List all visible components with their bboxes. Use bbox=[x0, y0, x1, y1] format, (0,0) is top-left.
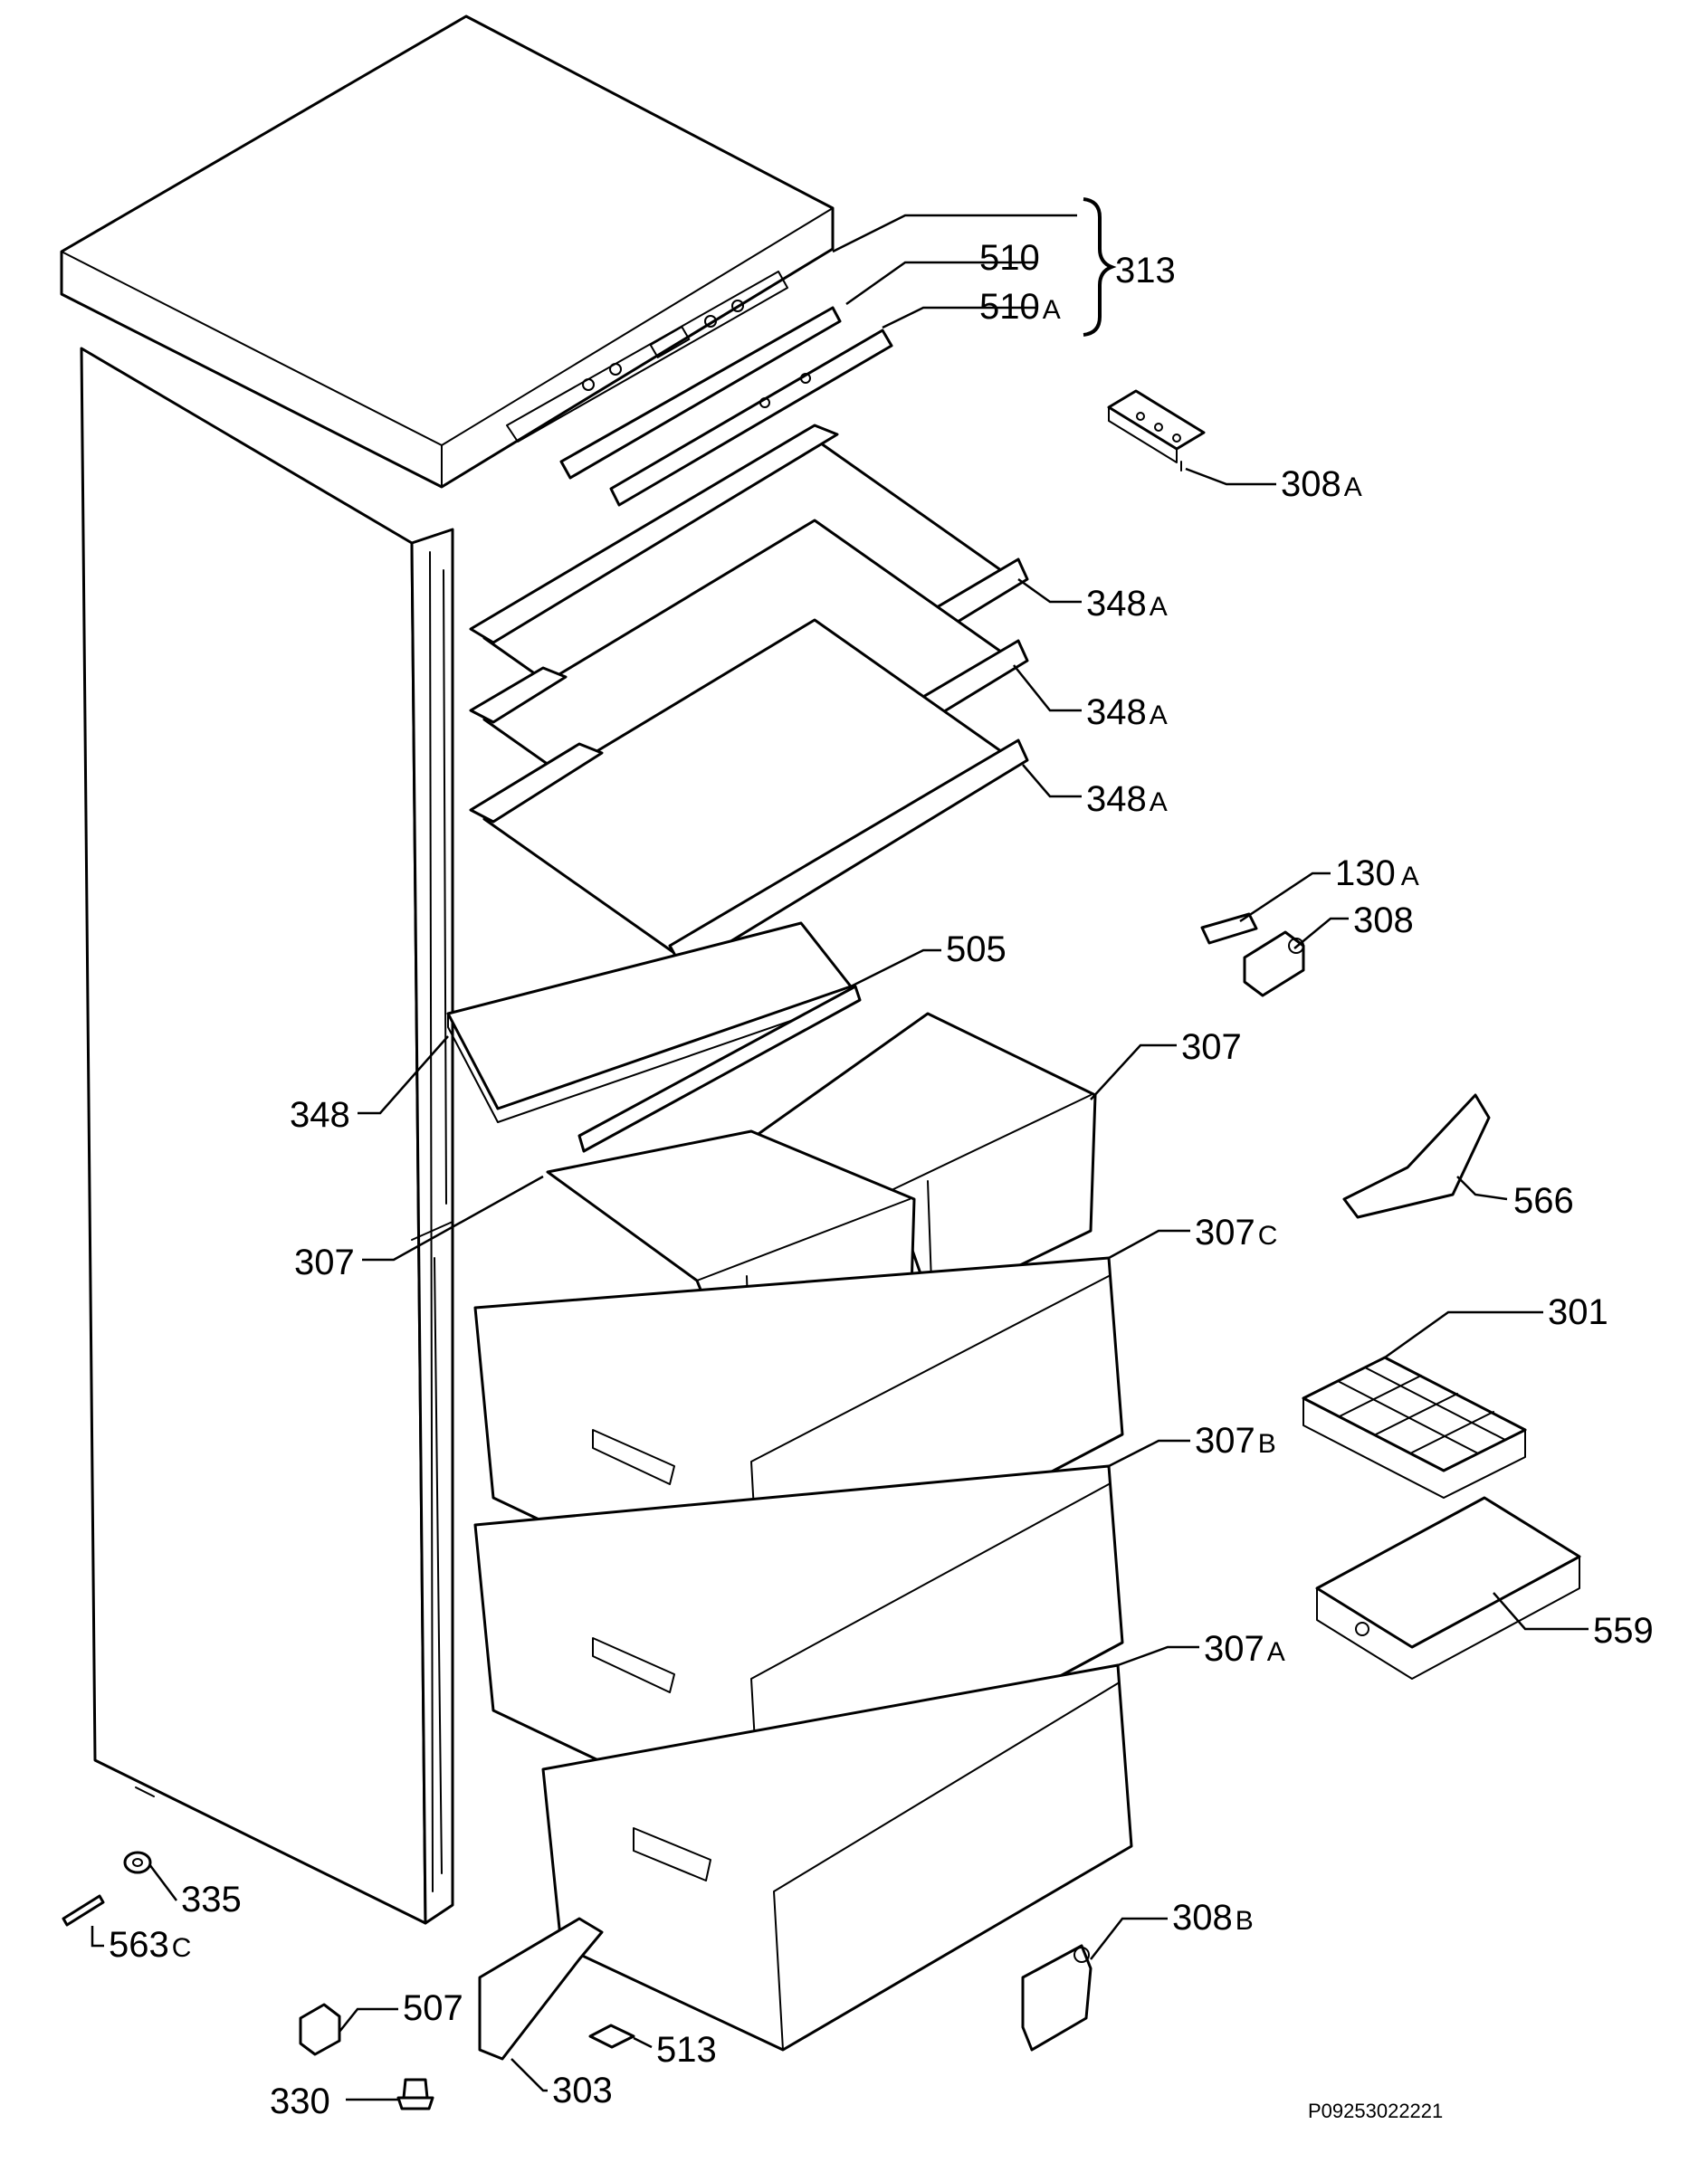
label-335: 335 bbox=[181, 1880, 242, 1920]
label-559: 559 bbox=[1593, 1611, 1654, 1651]
glass-shelf-348a-3 bbox=[469, 618, 1029, 972]
label-330: 330 bbox=[270, 2082, 330, 2121]
foot-335 bbox=[123, 1851, 152, 1874]
label-505: 505 bbox=[946, 929, 1007, 969]
crisper-drawer-307-right bbox=[754, 1012, 1097, 1310]
label-566: 566 bbox=[1513, 1181, 1574, 1221]
label-303: 303 bbox=[552, 2071, 613, 2110]
label-307-right: 307 bbox=[1181, 1027, 1242, 1067]
hinge-308b bbox=[1021, 1944, 1093, 2052]
plinth-303 bbox=[478, 1917, 604, 2061]
bracket-130a bbox=[1200, 912, 1258, 945]
control-panel-510a bbox=[609, 329, 893, 507]
top-cover bbox=[60, 14, 835, 489]
label-301: 301 bbox=[1548, 1292, 1608, 1332]
hinge-308 bbox=[1243, 930, 1305, 997]
diagram-code: P09253022221 bbox=[1308, 2100, 1443, 2122]
trim-strip-505 bbox=[577, 985, 862, 1153]
ice-scoop-566 bbox=[1342, 1093, 1491, 1219]
ice-cube-tray-301 bbox=[1302, 1356, 1527, 1499]
leader-lines bbox=[91, 197, 1589, 2101]
cabinet-body bbox=[80, 347, 454, 1925]
label-313: 313 bbox=[1115, 251, 1176, 291]
hinge-308a bbox=[1107, 389, 1206, 472]
label-513: 513 bbox=[656, 2030, 717, 2070]
label-510: 510 bbox=[979, 238, 1040, 278]
freezer-drawer-307a bbox=[541, 1663, 1133, 2052]
label-507: 507 bbox=[403, 1988, 463, 2028]
label-348: 348 bbox=[290, 1095, 350, 1135]
pin-563c bbox=[62, 1894, 105, 1927]
cover-513 bbox=[588, 2024, 635, 2049]
label-308: 308 bbox=[1353, 900, 1414, 940]
adjustable-foot-330 bbox=[396, 2078, 434, 2110]
freezer-tray-559 bbox=[1315, 1496, 1581, 1680]
control-panel-510 bbox=[559, 306, 842, 480]
clip-507 bbox=[299, 2003, 341, 2056]
label-307-left: 307 bbox=[294, 1243, 355, 1282]
